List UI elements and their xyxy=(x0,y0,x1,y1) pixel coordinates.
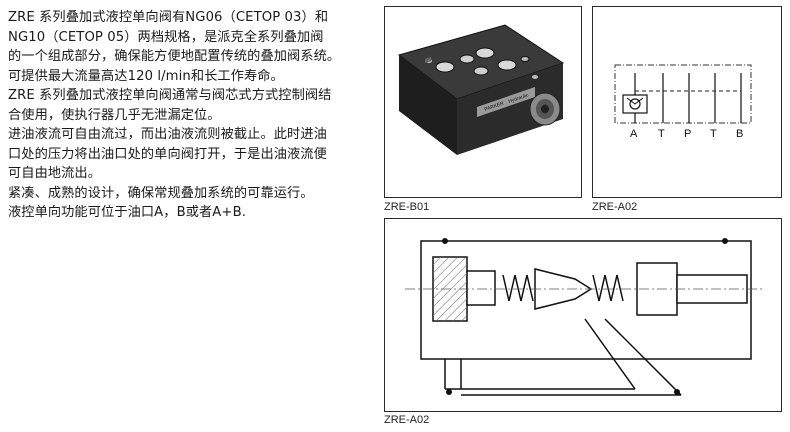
desc-line-11: 液控单向功能可位于油口A，B或者A+B. xyxy=(8,205,247,220)
desc-line-6: 合使用，使执行器几乎无泄漏定位。 xyxy=(8,107,221,123)
port-label-b: B xyxy=(736,128,743,140)
desc-line-2: NG10（CETOP 05）两档规格，是派克全系列叠加阀 xyxy=(8,29,324,45)
desc-line-8: 口处的压力将出油口处的单向阀打开，于是出油液流便 xyxy=(8,146,327,162)
valve-symbol-panel: A T P T B xyxy=(592,6,782,198)
photo-caption: ZRE-B01 xyxy=(384,201,430,213)
port-label-t1: T xyxy=(658,128,665,140)
port-label-p: P xyxy=(684,128,691,140)
cross-section-drawing xyxy=(405,238,765,396)
symbol-caption: ZRE-A02 xyxy=(592,201,638,213)
description-block: ZRE 系列叠加式液控单向阀有NG06（CETOP 03）和 NG10（CETO… xyxy=(8,8,380,223)
desc-line-4: 可提供最大流量高达120 l/min和长工作寿命。 xyxy=(8,68,284,84)
desc-line-10: 紧凑、成熟的设计，确保常规叠加系统的可靠运行。 xyxy=(8,185,314,201)
valve-photo-panel: PARKER Hydraulic xyxy=(384,6,582,198)
section-drawing-panel xyxy=(384,218,782,412)
section-caption: ZRE-A02 xyxy=(384,414,430,426)
desc-line-7: 进油液流可自由流过，而出油液流则被截止。此时进油 xyxy=(8,127,327,142)
port-label-a: A xyxy=(630,128,638,140)
valve-photo: PARKER Hydraulic xyxy=(397,24,565,155)
desc-line-9: 可自由地流出。 xyxy=(8,166,102,181)
desc-line-5: ZRE 系列叠加式液控单向阀通常与阀芯式方式控制阀结 xyxy=(8,88,332,103)
desc-line-3: 的一个组成部分，确保能方便地配置传统的叠加阀系统。 xyxy=(8,49,341,64)
hydraulic-symbol: A T P T B xyxy=(614,64,752,140)
desc-line-1: ZRE 系列叠加式液控单向阀有NG06（CETOP 03）和 xyxy=(8,10,329,25)
port-label-t2: T xyxy=(710,128,717,140)
